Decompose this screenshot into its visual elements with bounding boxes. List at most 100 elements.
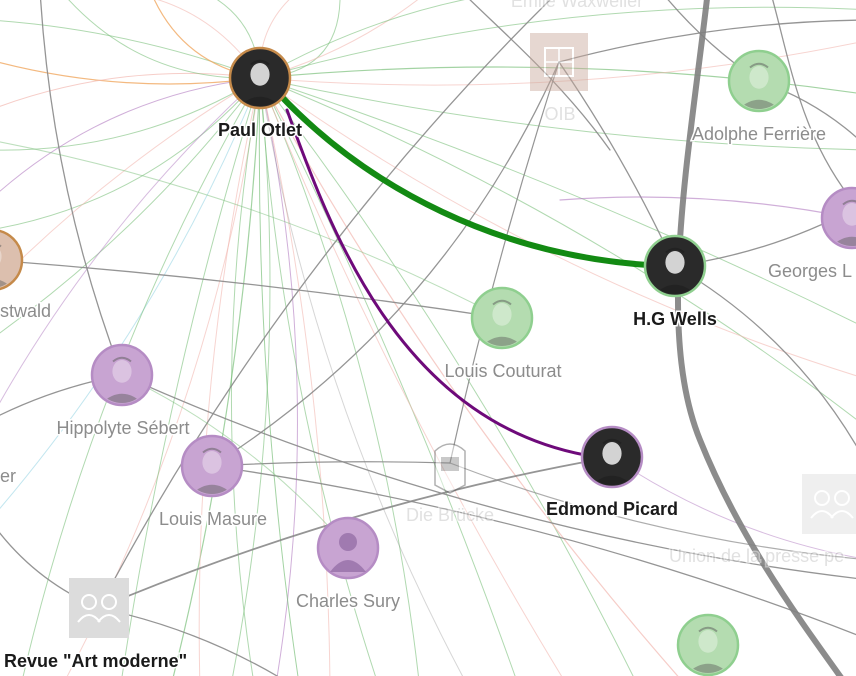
edge-paul-otlet	[198, 77, 261, 676]
edge	[98, 0, 551, 609]
node-label: Charles Sury	[296, 591, 400, 611]
edge-paul-otlet	[259, 77, 856, 377]
edge-paul-otlet	[259, 77, 856, 324]
group-icon	[814, 490, 830, 506]
portrait-hair-icon	[749, 62, 769, 69]
portrait-hair-icon	[492, 299, 512, 306]
node-georges-l[interactable]: Georges L	[767, 186, 856, 283]
portrait-face-icon	[698, 630, 718, 653]
node-circle	[0, 229, 24, 291]
portrait-hair-icon	[202, 447, 222, 454]
node-louis-masure[interactable]: Louis Masure	[157, 434, 269, 531]
edge-paul-otlet	[259, 77, 856, 420]
node-label: Paul Otlet	[218, 120, 302, 140]
node-label: Die Brücke	[406, 505, 494, 525]
node-label: stwald	[0, 301, 51, 321]
edge-paul-otlet	[0, 77, 261, 404]
node-ostwald[interactable]: stwald	[0, 229, 53, 323]
edge-paul-otlet	[259, 77, 563, 676]
node-label: Union de la presse pe	[669, 546, 844, 566]
node-oib[interactable]: OIB	[530, 33, 588, 126]
org-logo-icon	[544, 47, 574, 77]
edge	[469, 0, 611, 151]
portrait-hair-icon	[112, 356, 132, 363]
node-union-presse[interactable]: Union de la presse pe	[668, 474, 856, 568]
node-louis-couturat[interactable]: Louis Couturat	[443, 286, 563, 383]
node-bottom-right-person[interactable]	[676, 613, 740, 676]
edge-paul-otlet	[172, 77, 261, 676]
edge-paul-otlet	[259, 77, 516, 676]
group-icon	[830, 510, 854, 519]
node-label: er	[0, 466, 16, 486]
node-hippolyte-sebert[interactable]: Hippolyte Sébert	[55, 343, 191, 440]
edge	[211, 61, 560, 467]
edge	[40, 0, 123, 376]
edge-paul-otlet	[259, 77, 298, 676]
edge-paul-otlet	[259, 77, 856, 151]
node-label: Emile Waxweiler	[511, 0, 643, 11]
portrait-face-icon	[112, 360, 132, 383]
edge-paul-otlet	[259, 77, 634, 676]
node-circle	[470, 286, 534, 350]
edge-paul-otlet	[259, 6, 856, 79]
edge	[121, 374, 856, 579]
edge-paul-otlet	[0, 77, 261, 229]
node-die-brucke[interactable]: Die Brücke	[404, 443, 496, 527]
node-label: Edmond Picard	[546, 499, 678, 519]
edge	[0, 141, 503, 319]
node-charles-sury[interactable]: Charles Sury	[294, 516, 402, 613]
node-circle	[90, 343, 154, 407]
node-label: Revue "Art moderne"	[4, 651, 187, 671]
edge	[772, 0, 856, 207]
node-label: H.G Wells	[633, 309, 717, 329]
node-label: Adolphe Ferrière	[692, 124, 826, 144]
edge-paul-otlet	[0, 77, 261, 192]
edge-paul-otlet	[121, 77, 261, 676]
portrait-face-icon	[250, 63, 270, 86]
edge	[0, 259, 503, 319]
node-adolphe-ferriere[interactable]: Adolphe Ferrière	[690, 49, 828, 146]
portrait-hair-icon	[602, 438, 622, 445]
node-edmond-picard[interactable]: Edmond Picard	[544, 425, 680, 521]
group-icon	[77, 614, 101, 623]
group-icon	[810, 510, 834, 519]
person-body-icon	[330, 560, 366, 572]
org-grid-icon	[545, 48, 573, 76]
node-circle	[180, 434, 244, 498]
building-window-icon	[441, 457, 459, 471]
node-label: OIB	[544, 104, 575, 124]
org-square	[530, 33, 588, 91]
node-h-g-wells[interactable]: H.G Wells	[632, 234, 718, 331]
edge-paul-otlet	[258, 77, 299, 676]
edge	[674, 265, 856, 447]
portrait-face-icon	[492, 303, 512, 326]
edge	[121, 374, 349, 549]
node-label: Louis Couturat	[444, 361, 561, 381]
portrait-hair-icon	[698, 626, 718, 633]
edge-otlet-wells	[277, 92, 651, 268]
edge	[558, 19, 856, 63]
edge-paul-otlet	[230, 77, 261, 676]
node-revue-art-moderne[interactable]: Revue "Art moderne"	[3, 578, 189, 673]
person-silhouette-icon	[339, 533, 357, 551]
node-label: Hippolyte Sébert	[56, 418, 189, 438]
edge-paul-otlet	[259, 77, 464, 676]
node-circle	[676, 613, 740, 676]
node-emile-waxweiler[interactable]: Emile Waxweiler	[509, 0, 644, 13]
edge	[449, 61, 560, 464]
edge	[559, 196, 853, 219]
node-paul-otlet[interactable]: Paul Otlet	[216, 46, 304, 142]
node-er[interactable]: er	[0, 465, 18, 488]
group-icon	[834, 490, 850, 506]
group-square	[802, 474, 856, 534]
group-icon	[81, 594, 97, 610]
edge-paul-otlet	[259, 42, 856, 86]
edge	[211, 465, 856, 636]
edge-paul-otlet	[259, 0, 466, 79]
edge-paul-otlet	[259, 77, 376, 676]
portrait-hair-icon	[665, 247, 685, 254]
portrait-face-icon	[665, 251, 685, 274]
